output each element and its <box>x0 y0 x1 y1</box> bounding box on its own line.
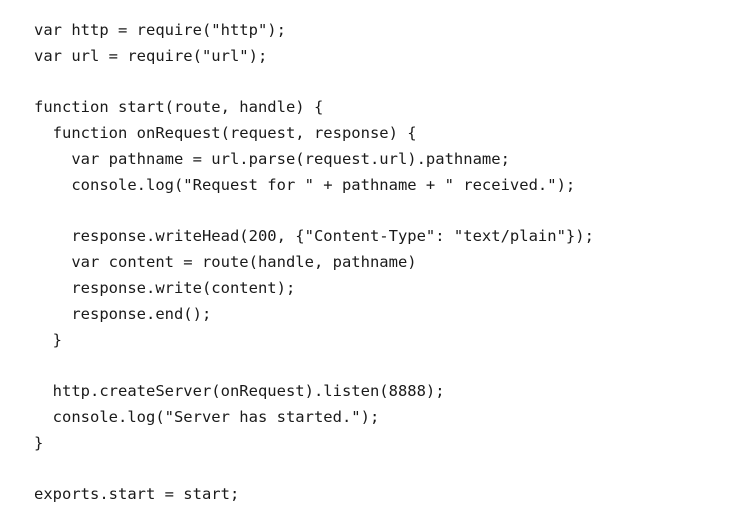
code-line: } <box>34 433 44 452</box>
code-line: exports.start = start; <box>34 485 240 504</box>
code-line-blank <box>34 70 734 96</box>
code-block: var http = require("http"); var url = req… <box>34 18 734 508</box>
code-line: } <box>34 330 62 349</box>
code-line: var url = require("url"); <box>34 46 268 65</box>
code-line: response.writeHead(200, {"Content-Type":… <box>34 227 594 246</box>
code-line: var content = route(handle, pathname) <box>34 253 417 272</box>
code-line: console.log("Server has started."); <box>34 407 380 426</box>
code-line: function onRequest(request, response) { <box>34 124 417 143</box>
code-line-blank <box>34 353 734 379</box>
code-line: console.log("Request for " + pathname + … <box>34 175 576 194</box>
code-line: response.end(); <box>34 304 212 323</box>
code-line-blank <box>34 457 734 483</box>
code-line-blank <box>34 199 734 225</box>
code-line: var http = require("http"); <box>34 21 286 39</box>
code-line: var pathname = url.parse(request.url).pa… <box>34 149 510 168</box>
code-line: function start(route, handle) { <box>34 98 324 117</box>
code-line: response.write(content); <box>34 278 296 297</box>
code-line: http.createServer(onRequest).listen(8888… <box>34 382 445 401</box>
